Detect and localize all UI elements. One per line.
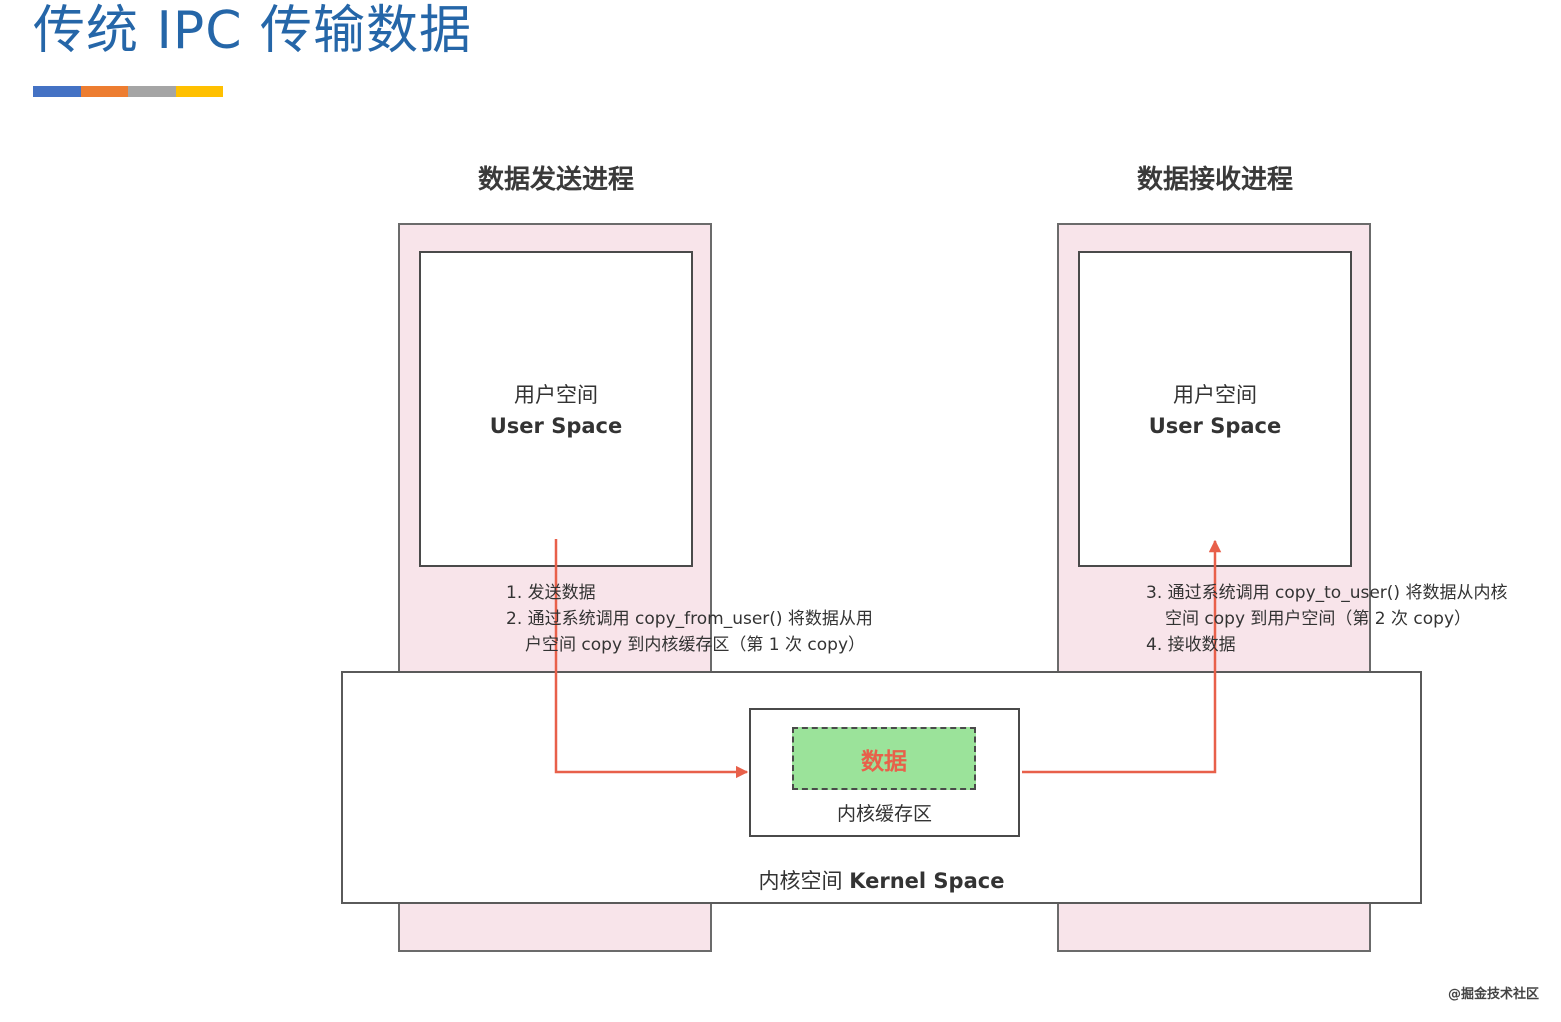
- accent-segment-gray: [128, 86, 176, 97]
- accent-segment-blue: [33, 86, 81, 97]
- accent-segment-yellow: [175, 86, 223, 97]
- receiver-step-3: 3. 通过系统调用 copy_to_user() 将数据从内核: [1146, 583, 1508, 603]
- kernel-space-label-zh: 内核空间: [758, 869, 843, 893]
- sender-user-space-en: User Space: [489, 414, 623, 438]
- sender-steps: 1. 发送数据 2. 通过系统调用 copy_from_user() 将数据从用…: [506, 580, 873, 658]
- receiver-steps: 3. 通过系统调用 copy_to_user() 将数据从内核 空间 copy …: [1146, 580, 1507, 658]
- data-block-label: 数据: [861, 748, 907, 775]
- data-block: 数据: [792, 727, 976, 790]
- kernel-space-label-en: Kernel Space: [849, 869, 1005, 893]
- sender-user-space-label: 用户空间 User Space: [419, 380, 693, 442]
- receiver-user-space-label: 用户空间 User Space: [1078, 380, 1352, 442]
- receiver-step-4: 4. 接收数据: [1146, 635, 1236, 655]
- receiver-process-title: 数据接收进程: [1136, 165, 1293, 195]
- kernel-buffer-label: 内核缓存区: [836, 803, 932, 825]
- sender-process-title: 数据发送进程: [477, 165, 634, 195]
- sender-step-2-cont: 户空间 copy 到内核缓存区（第 1 次 copy）: [525, 635, 866, 655]
- receiver-user-space-box: [1078, 251, 1352, 567]
- sender-user-space-box: [419, 251, 693, 567]
- receiver-user-space-zh: 用户空间: [1173, 383, 1257, 407]
- kernel-space-label: 内核空间 Kernel Space: [341, 866, 1422, 896]
- accent-bar: [33, 86, 223, 97]
- sender-step-1: 1. 发送数据: [506, 583, 596, 603]
- receiver-step-3-cont: 空间 copy 到用户空间（第 2 次 copy）: [1165, 609, 1472, 629]
- sender-user-space-zh: 用户空间: [514, 383, 598, 407]
- sender-step-2: 2. 通过系统调用 copy_from_user() 将数据从用: [506, 609, 873, 629]
- slide-title: 传统 IPC 传输数据: [33, 1, 473, 61]
- watermark: @掘金技术社区: [1447, 987, 1539, 1002]
- accent-segment-orange: [80, 86, 128, 97]
- receiver-user-space-en: User Space: [1148, 414, 1282, 438]
